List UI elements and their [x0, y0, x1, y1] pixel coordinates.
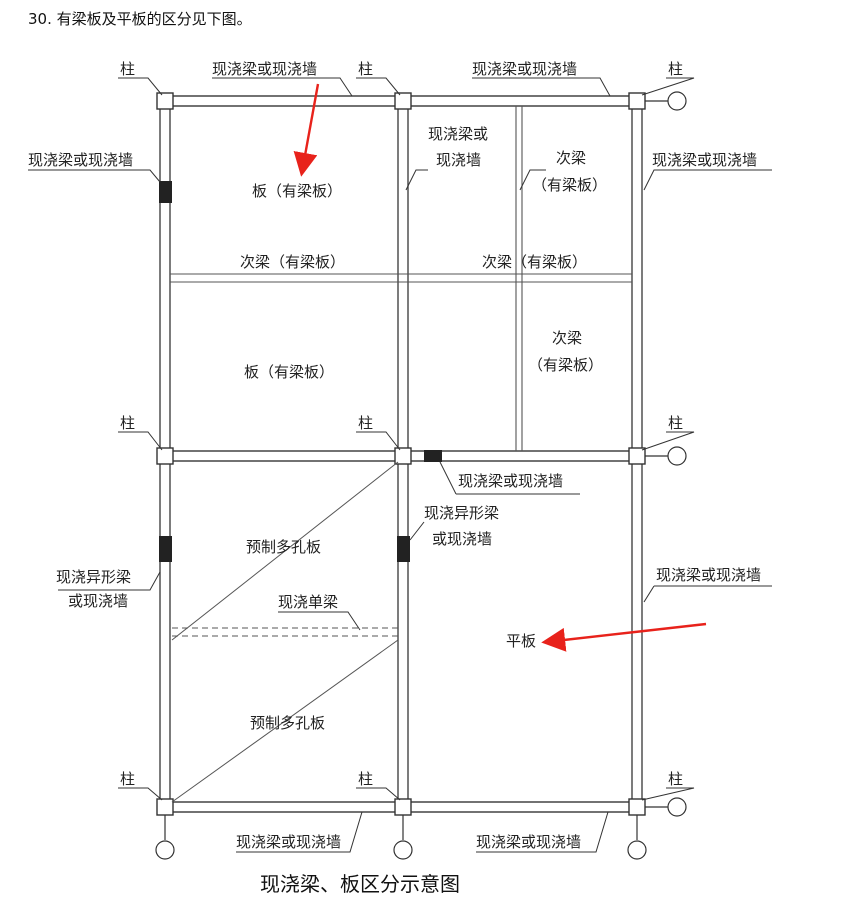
- question-heading: 30. 有梁板及平板的区分见下图。: [28, 10, 252, 28]
- wall-block: [159, 536, 172, 562]
- label-secondary-beam: 次梁: [556, 149, 586, 167]
- label-slab: 板（有梁板）: [252, 182, 342, 200]
- label-top-left-beam: 现浇梁或现浇墙: [212, 60, 317, 78]
- label-right-wall: 现浇梁或现浇墙: [652, 151, 757, 169]
- columns: [156, 92, 646, 816]
- label-secondary-beam: 次梁（有梁板）: [482, 253, 587, 271]
- diagonal: [171, 461, 399, 641]
- column-b: [394, 92, 412, 110]
- wall-blocks: [159, 181, 442, 562]
- label-shaped-beam: 现浇异形梁: [424, 504, 499, 522]
- label-column: 柱: [668, 414, 683, 432]
- label-shaped-beam: 现浇异形梁: [56, 568, 131, 586]
- label-mid-beam: 现浇墙: [436, 151, 481, 169]
- label-precast-slab: 预制多孔板: [250, 714, 325, 732]
- red-arrows: [293, 83, 707, 652]
- label-column: 柱: [358, 60, 373, 78]
- arrow-to-beam-slab: [293, 83, 320, 177]
- label-flat-slab: 平板: [506, 632, 536, 650]
- column-e: [394, 447, 412, 465]
- column-g: [156, 798, 174, 816]
- label-mid-horizontal-beam: 现浇梁或现浇墙: [458, 472, 563, 490]
- label-column: 柱: [120, 60, 135, 78]
- label-shaped-beam: 或现浇墙: [432, 530, 492, 548]
- axis-circle: [155, 840, 175, 860]
- axis-circle: [393, 840, 413, 860]
- column-i: [628, 798, 646, 816]
- axis-circle: [667, 91, 687, 111]
- label-bottom-beam: 现浇梁或现浇墙: [236, 833, 341, 851]
- label-secondary-beam: 次梁: [552, 329, 582, 347]
- label-top-right-beam: 现浇梁或现浇墙: [472, 60, 577, 78]
- label-column: 柱: [358, 770, 373, 788]
- label-shaped-beam: 或现浇墙: [68, 592, 128, 610]
- label-secondary-beam: 次梁（有梁板）: [240, 253, 345, 271]
- label-single-beam: 现浇单梁: [278, 593, 338, 611]
- column-d: [156, 447, 174, 465]
- label-secondary-beam: （有梁板）: [532, 176, 607, 194]
- column-f: [628, 447, 646, 465]
- axis-circle: [667, 797, 687, 817]
- label-column: 柱: [668, 60, 683, 78]
- figure-caption: 现浇梁、板区分示意图: [260, 872, 460, 896]
- arrow-to-flat-slab: [541, 622, 707, 652]
- wall-block: [159, 181, 172, 203]
- column-h: [394, 798, 412, 816]
- label-column: 柱: [668, 770, 683, 788]
- label-bottom-beam: 现浇梁或现浇墙: [476, 833, 581, 851]
- leader-lines: [28, 77, 772, 853]
- axis-circle: [667, 446, 687, 466]
- axis-circle: [627, 840, 647, 860]
- label-column: 柱: [120, 414, 135, 432]
- label-mid-beam: 现浇梁或: [428, 125, 488, 143]
- label-column: 柱: [358, 414, 373, 432]
- column-c: [628, 92, 646, 110]
- label-precast-slab: 预制多孔板: [246, 538, 321, 556]
- label-left-wall: 现浇梁或现浇墙: [28, 151, 133, 169]
- secondary-beams: [170, 106, 632, 451]
- wall-block: [424, 450, 442, 462]
- label-secondary-beam: （有梁板）: [528, 356, 603, 374]
- label-column: 柱: [120, 770, 135, 788]
- column-a: [156, 92, 174, 110]
- label-slab: 板（有梁板）: [244, 363, 334, 381]
- axis-markers: [155, 91, 687, 860]
- diagram-labels: 柱 柱 柱 柱 柱 柱 柱 柱 柱 现浇梁或现浇墙 现浇梁或现浇墙 现浇梁或现浇…: [28, 60, 761, 851]
- diagonal: [171, 639, 399, 803]
- precast-lines: [171, 461, 399, 803]
- label-right-wall-lower: 现浇梁或现浇墙: [656, 566, 761, 584]
- wall-block: [397, 536, 410, 562]
